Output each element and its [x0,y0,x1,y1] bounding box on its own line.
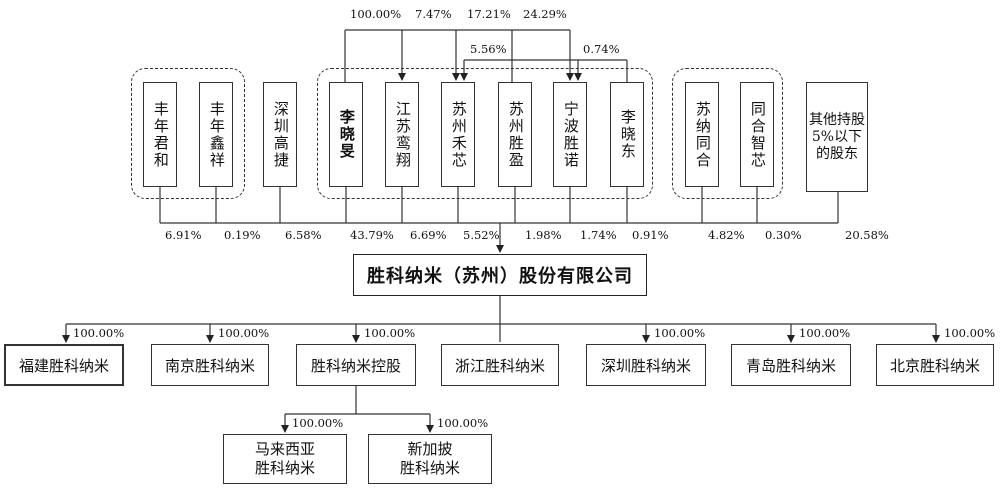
pct-li-xiaodong: 0.91% [632,228,669,242]
pct-suna-tonghe: 4.82% [708,228,745,242]
pct-li-to-hexin: 7.47% [415,7,452,21]
shareholder-tonghe-zhixin: 同合智芯 [740,82,774,187]
pct-sub-qingdao: 100.00% [799,326,851,340]
subsidiary-nanjing: 南京胜科纳米 [151,344,269,386]
shareholder-li-xiaomin: 李晓旻 [329,82,363,187]
pct-ningbo-shengnuo: 1.74% [580,228,617,242]
subsidiary-malaysia-line2: 胜科纳米 [254,459,315,477]
shareholder-shenzhen-gaojie: 深圳高捷 [263,82,297,187]
subsidiary-singapore: 新加披 胜科纳米 [368,434,492,484]
shareholder-jiangsu-luanxiang: 江苏鸾翔 [385,82,419,187]
subsidiary-zhejiang: 浙江胜科纳米 [441,344,559,386]
subsidiary-holdings: 胜科纳米控股 [296,344,416,386]
pct-fengnian-xinxiang: 0.19% [224,228,261,242]
shareholder-suna-tonghe: 苏纳同合 [685,82,719,187]
subsidiary-fujian: 福建胜科纳米 [4,344,124,386]
pct-cross-hexin: 5.56% [470,42,507,56]
pct-fengnian-junhe: 6.91% [165,228,202,242]
pct-suzhou-shengying: 1.98% [525,228,562,242]
subsidiary-malaysia: 马来西亚 胜科纳米 [223,434,347,484]
pct-sub-holdings: 100.00% [364,326,416,340]
pct-suzhou-hexin: 5.52% [463,228,500,242]
pct-sub-shenzhen: 100.00% [654,326,706,340]
shareholder-li-xiaodong: 李晓东 [610,82,644,187]
subsidiary-singapore-line1: 新加披 [407,440,453,458]
shareholder-other-holders: 其他持股5%以下的股东 [806,82,868,192]
shareholder-suzhou-shengying: 苏州胜盈 [498,82,532,187]
pct-li-to-shengying: 17.21% [467,7,511,21]
pct-sub-beijing: 100.00% [944,326,996,340]
pct-sub-nanjing: 100.00% [218,326,270,340]
subsidiary-singapore-line2: 胜科纳米 [399,459,460,477]
subsidiary-qingdao: 青岛胜科纳米 [731,344,851,386]
subsidiary-beijing: 北京胜科纳米 [876,344,994,386]
subsidiary-malaysia-line1: 马来西亚 [254,440,315,458]
shareholder-ningbo-shengnuo: 宁波胜诺 [553,82,587,187]
pct-subsub-malaysia: 100.00% [292,416,344,430]
group-li-xiaomin-concert [317,68,653,199]
pct-tonghe-zhixin: 0.30% [765,228,802,242]
pct-cross-shengnuo: 0.74% [583,42,620,56]
group-fengnian [131,68,245,199]
pct-li-xiaomin: 43.79% [350,228,394,242]
shareholder-fengnian-junhe: 丰年君和 [143,82,177,187]
pct-li-to-jiangsu: 100.00% [350,7,402,21]
subsidiary-shenzhen: 深圳胜科纳米 [586,344,706,386]
shareholder-fengnian-xinxiang: 丰年鑫祥 [199,82,233,187]
group-tonghe [672,68,783,199]
pct-other-holders: 20.58% [845,228,889,242]
pct-subsub-singapore: 100.00% [437,416,489,430]
company-main: 胜科纳米（苏州）股份有限公司 [353,254,647,296]
pct-shenzhen-gaojie: 6.58% [285,228,322,242]
shareholder-suzhou-hexin: 苏州禾芯 [441,82,475,187]
pct-jiangsu-luanxiang: 6.69% [410,228,447,242]
pct-sub-fujian: 100.00% [73,326,125,340]
pct-li-to-shengnuo: 24.29% [523,7,567,21]
